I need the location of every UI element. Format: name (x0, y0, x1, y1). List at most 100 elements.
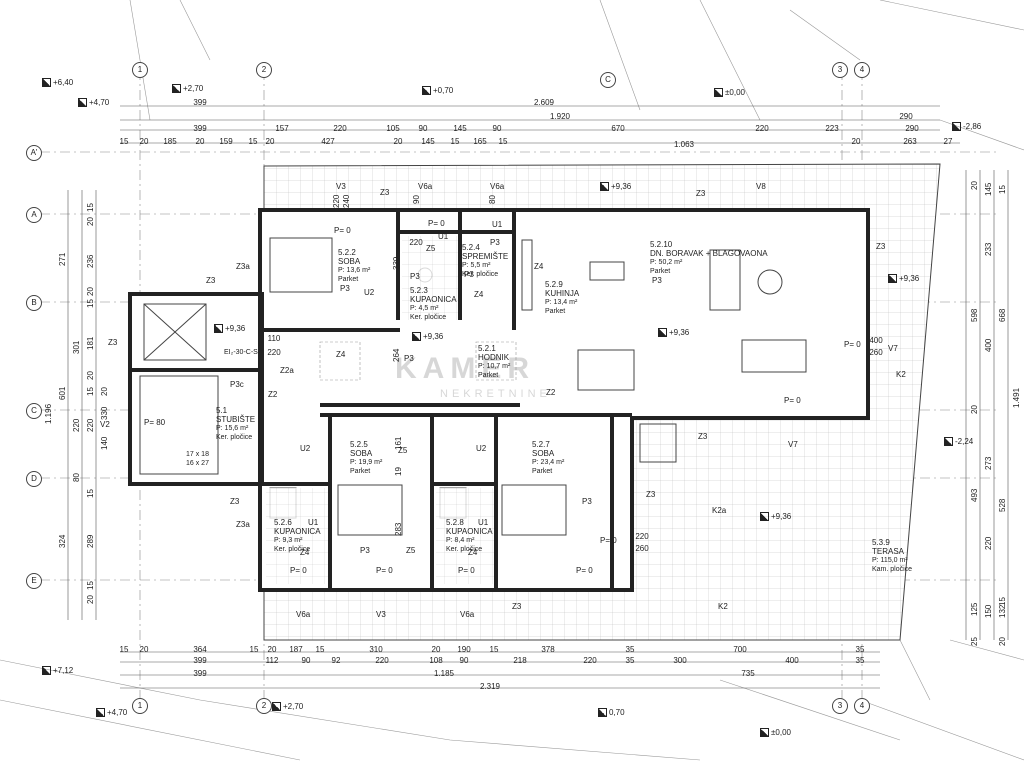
mark-u2-3: U2 (476, 444, 487, 453)
dim-in-15: 260 (635, 544, 649, 553)
mark-v3-2: V3 (376, 610, 386, 619)
room-floor: Parket (545, 308, 566, 315)
axis-a-prime: A' (26, 145, 42, 161)
mark-p0-6: P= 0 (290, 566, 307, 575)
dim-right-16: 25 (970, 637, 979, 646)
dim-bot-r1-10: 15 (489, 645, 499, 654)
dim-right-5: 668 (998, 308, 1007, 322)
axis-4-bottom: 4 (854, 698, 870, 714)
room-terasa: 5.3.9 TERASA P: 115,0 m² Kam. pločice (872, 538, 912, 574)
dim-in-8: 264 (392, 348, 401, 362)
room-name: TERASA (872, 547, 905, 556)
dim-in-6: 110 (267, 334, 281, 343)
dim-left-7: 181 (86, 336, 95, 350)
dim-top-r3-5: 145 (453, 124, 467, 133)
dim-left-13: 324 (58, 534, 67, 548)
dim-left-15: 15 (86, 581, 95, 590)
dim-in-0: 220 (332, 194, 341, 208)
mark-p80: P= 80 (144, 418, 166, 427)
dim-top-r4-14: 263 (903, 137, 917, 146)
axis-c-top: C (600, 72, 616, 88)
dim-right-6: 400 (984, 338, 993, 352)
dimension-lines (67, 105, 1009, 689)
dim-bot-r1-11: 378 (541, 645, 555, 654)
room-floor: Parket (338, 276, 359, 283)
axis-2-bottom: 2 (256, 698, 272, 714)
mark-p0-7: P= 0 (376, 566, 393, 575)
level-bottom-left-2: +4,70 (96, 708, 127, 717)
mark-p3-5: P3 (652, 276, 662, 285)
walls (128, 208, 870, 592)
dim-bot-r2-2: 90 (301, 656, 311, 665)
room-area: P: 115,0 m² (872, 557, 908, 564)
dim-left-1: 15 (86, 203, 95, 212)
axis-3-top: 3 (832, 62, 848, 78)
dim-bot-r1-9: 190 (457, 645, 471, 654)
axis-4-top: 4 (854, 62, 870, 78)
dim-right-17: 20 (998, 637, 1007, 646)
level-top-1: +2,70 (172, 84, 203, 93)
mark-v6a-4: V6a (460, 610, 475, 619)
watermark-sub: NEKRETNINE (440, 388, 551, 400)
mark-p3-4: P3 (490, 238, 500, 247)
room-name: HODNIK (478, 353, 510, 362)
dim-bot-r2-11: 400 (785, 656, 799, 665)
dim-top-r4-11: 165 (473, 137, 487, 146)
dim-bot-r1-8: 20 (431, 645, 441, 654)
dim-bot-r3-1: 1.185 (433, 669, 455, 678)
room-num: 5.1 (216, 406, 228, 415)
dim-in-13: 260 (869, 348, 883, 357)
dim-right-1: 145 (984, 182, 993, 196)
mark-z3-7: Z3 (698, 432, 708, 441)
room-floor: Parket (650, 268, 671, 275)
dim-top-r4-12: 15 (498, 137, 508, 146)
room-floor: Parket (350, 468, 371, 475)
dim-top-r3-4: 90 (418, 124, 428, 133)
mark-v7-2: V7 (788, 440, 798, 449)
dim-in-5: 339 (392, 256, 401, 270)
level-terrace-1: +9,36 (600, 182, 631, 191)
dim-top-r3-1: 157 (275, 124, 289, 133)
dim-left-19: 220 (86, 418, 95, 432)
dim-left-9: 15 (86, 387, 95, 396)
dim-top-r3-9: 220 (755, 124, 769, 133)
dim-bot-r1-13: 700 (733, 645, 747, 654)
dim-top-r4-15: 27 (943, 137, 953, 146)
dim-right-8: 273 (984, 456, 993, 470)
dim-right-2: 15 (998, 185, 1007, 194)
level-bottom-left-1: +7,12 (42, 666, 73, 675)
mark-u1-4: U1 (478, 518, 489, 527)
dim-top-r3-3: 105 (386, 124, 400, 133)
room-name: DN. BORAVAK + BLAGOVAONA (650, 249, 768, 258)
room-floor: Ker. pločice (410, 314, 447, 321)
dim-left-3: 236 (86, 254, 95, 268)
dim-right-18: 1.491 (1012, 387, 1021, 408)
dim-in-4: 220 (409, 238, 423, 247)
dim-bot-r1-6: 15 (315, 645, 325, 654)
level-top-right: -2,86 (952, 122, 981, 131)
level-terrace-2: +9,36 (888, 274, 919, 283)
level-stair: +9,36 (214, 324, 245, 333)
room-area: P: 10,7 m² (478, 363, 511, 370)
dim-in-1: 240 (342, 194, 351, 208)
room-num: 5.2.1 (478, 344, 496, 353)
dim-top-r4-10: 15 (450, 137, 460, 146)
room-area: P: 13,6 m² (338, 267, 371, 274)
dim-bot-r2-8: 220 (583, 656, 597, 665)
mark-k2-2: K2 (718, 602, 728, 611)
level-top-left-1: +6,40 (42, 78, 73, 87)
room-floor: Ker. pločice (462, 271, 499, 278)
mark-v3-1: V3 (336, 182, 346, 191)
mark-z5-2: Z5 (398, 446, 408, 455)
dim-right-10: 528 (998, 498, 1007, 512)
level-top-3: ±0,00 (714, 88, 745, 97)
dim-bot-r1-3: 15 (249, 645, 259, 654)
dim-left-18: 601 (58, 386, 67, 400)
room-kuhinja: 5.2.9 KUHINJA P: 13,4 m² Parket (545, 280, 579, 316)
room-area: P: 4,5 m² (410, 305, 439, 312)
mark-z3a-1: Z3a (236, 262, 250, 271)
axis-2-top: 2 (256, 62, 272, 78)
mark-z2-1: Z2 (268, 390, 278, 399)
dim-bot-r2-9: 35 (625, 656, 635, 665)
